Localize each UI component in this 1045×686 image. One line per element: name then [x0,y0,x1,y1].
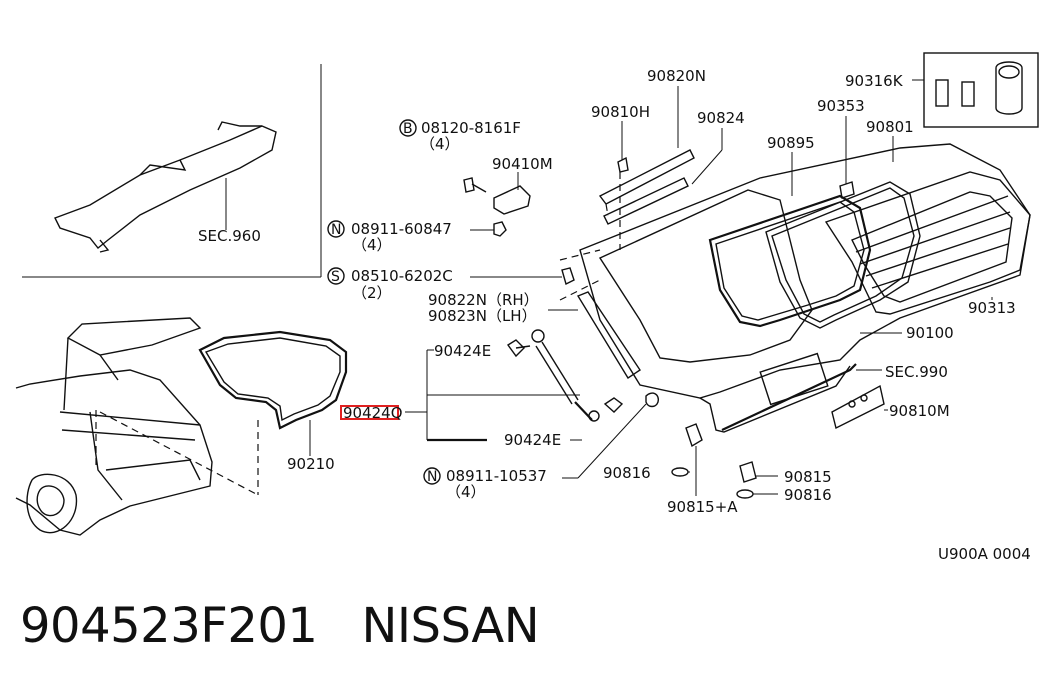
label-screw-qty: （2） [352,284,392,302]
glass-90313 [824,171,1031,315]
label-90815A: 90815+A [667,498,738,516]
label-90822N: 90822N（RH） [428,291,539,309]
bumpers [671,423,778,499]
highlight-box-90424Q [340,405,399,420]
footer-caption: 904523F201 NISSAN [20,598,540,654]
label-90816-left: 90816 [603,464,651,482]
label-90820N: 90820N [647,67,706,85]
finisher-90822N [576,291,641,379]
label-bolt-code: 08120-8161F [421,119,521,137]
bolt-part [463,177,487,193]
weatherstrip-90210 [198,330,348,456]
footer-brand: NISSAN [361,598,540,654]
footer-part-number: 904523F201 [20,598,318,654]
gas-stay [506,329,660,422]
trunk-lid-90100 [559,143,1031,433]
nut2-circle [423,467,441,485]
label-90353: 90353 [817,97,865,115]
screw-part [561,267,575,286]
label-nut1-code: 08911-60847 [351,220,452,238]
label-nut2-code: 08911-10537 [446,467,547,485]
inset-90316K [912,52,1039,128]
label-90316K: 90316K [845,72,904,90]
label-90895: 90895 [767,134,815,152]
latch-90410M [493,172,531,215]
label-90810M: 90810M [889,402,950,420]
spoiler-inset [22,64,322,278]
label-90424Q[interactable]: 90424Q [343,404,403,422]
label-90100: 90100 [906,324,954,342]
label-90815: 90815 [784,468,832,486]
car-rear-illustration [15,317,259,536]
label-screw-code: 08510-6202C [351,267,453,285]
label-sec990: SEC.990 [885,363,948,381]
label-90810H: 90810H [591,103,650,121]
clip-90353 [839,181,855,199]
label-90410M: 90410M [492,155,553,173]
nut1-circle [327,220,345,238]
label-bolt-qty: （4） [420,135,460,153]
bracket-90810M [831,384,888,430]
label-nut2-qty: （4） [446,483,486,501]
stay-leaders [405,349,580,442]
bolt-circle-letter: B [403,121,413,137]
label-90424E-top: 90424E [434,342,491,360]
moulding-90801 [765,181,921,329]
label-nut1-qty: （4） [352,236,392,254]
screw-circle [327,267,345,285]
hinge-assembly [598,149,695,250]
diagram-code: U900A 0004 [938,545,1031,563]
label-90313: 90313 [968,299,1016,317]
label-90824: 90824 [697,109,745,127]
label-90801: 90801 [866,118,914,136]
label-90210: 90210 [287,455,335,473]
screw-circle-letter: S [331,269,340,285]
seal-90895 [708,194,872,328]
nut1-part [493,221,507,237]
nut2-circle-letter: N [427,469,437,485]
bolt-circle [399,119,417,137]
nut1-circle-letter: N [331,222,341,238]
label-90816-right: 90816 [784,486,832,504]
label-90424E-bottom: 90424E [504,431,561,449]
label-sec960: SEC.960 [198,227,261,245]
label-90823N: 90823N（LH） [428,307,537,325]
